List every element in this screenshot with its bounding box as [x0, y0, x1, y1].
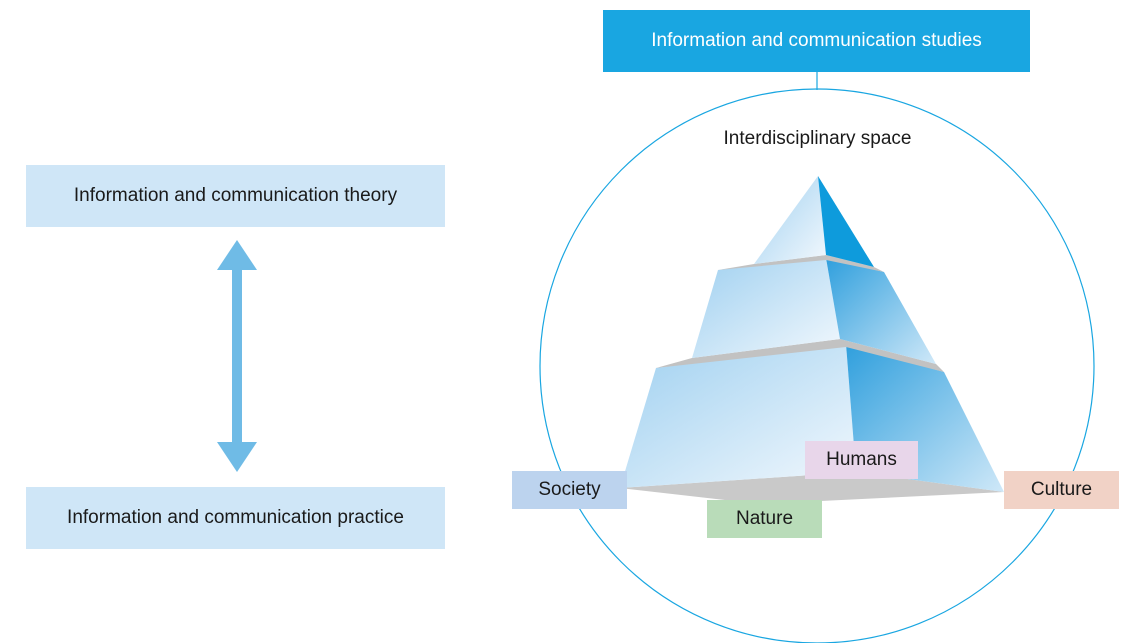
theory-box: Information and communication theory: [26, 165, 445, 227]
interdisciplinary-space-label: Interdisciplinary space: [723, 128, 912, 149]
practice-box: Information and communication practice: [26, 487, 445, 549]
pyramid-tier-top-left: [754, 176, 826, 264]
double-arrow-icon: [217, 240, 257, 472]
pyramid-tier-middle-left: [692, 258, 840, 358]
practice-label: Information and communication practice: [67, 507, 404, 528]
society-label: Society: [538, 479, 601, 500]
studies-label: Information and communication studies: [651, 30, 982, 51]
pyramid-base: [620, 472, 1004, 504]
nature-box: Nature: [707, 500, 822, 538]
pyramid-tier-middle-right: [826, 258, 936, 364]
pyramid-tier-bottom-left: [620, 344, 856, 488]
theory-label: Information and communication theory: [73, 185, 398, 206]
culture-label: Culture: [1030, 479, 1093, 500]
humans-box: Humans: [805, 441, 918, 479]
society-box: Society: [512, 471, 627, 509]
humans-label: Humans: [826, 449, 897, 470]
pyramid: [620, 176, 1004, 504]
studies-box: Information and communication studies: [603, 10, 1030, 72]
culture-box: Culture: [1004, 471, 1119, 509]
interdisciplinary-space-circle: [539, 88, 1095, 643]
nature-label: Nature: [735, 508, 794, 529]
pyramid-tier-top-right: [818, 176, 874, 267]
